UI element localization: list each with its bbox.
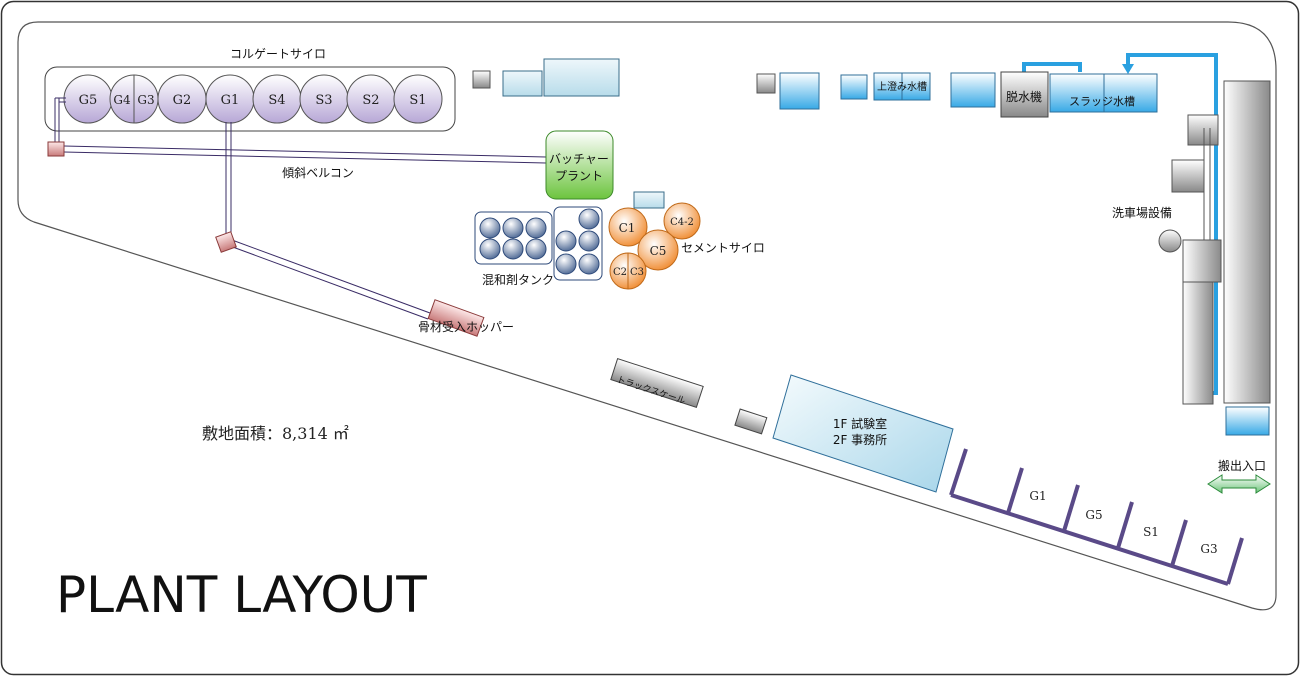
light-blue-box: [543, 58, 620, 97]
water-pipe: [1022, 62, 1082, 72]
silo-label: G5: [79, 93, 98, 108]
carwash-label: 洗車場設備: [1112, 205, 1172, 220]
batcher-plant-label: プラント: [555, 169, 603, 183]
supernatant-tank-label: 上澄み水槽: [877, 80, 927, 93]
conveyor-transfer-box: [47, 141, 65, 157]
bay-label: G5: [1085, 508, 1102, 522]
admixture-tank-group: [474, 206, 603, 281]
carwash-facility: [1158, 80, 1271, 405]
water-tank: [840, 74, 868, 100]
site-area-label: 敷地面積：8,314 ㎡: [202, 424, 349, 443]
silo-label: G3: [137, 93, 154, 107]
aggregate-bays: [949, 448, 1244, 586]
light-blue-box: [633, 191, 665, 209]
dewatering-machine: [1000, 71, 1049, 118]
cement-silo-group: [608, 202, 701, 290]
exit-label: 搬出入口: [1218, 458, 1266, 473]
conveyor-label: 傾斜ベルコン: [282, 166, 354, 180]
pipe-arrow: [1122, 64, 1134, 74]
truck-scale: [610, 358, 704, 408]
site-boundary: [17, 21, 1277, 611]
silo-label: G1: [221, 93, 240, 108]
batcher-plant: [545, 130, 614, 200]
silo-label: S1: [409, 93, 426, 108]
water-tank: [1225, 406, 1270, 436]
bay-label: G1: [1029, 489, 1046, 503]
small-grey-box: [756, 73, 776, 94]
water-tank: [779, 72, 820, 110]
light-blue-box: [502, 70, 543, 97]
aggregate-hopper-label: 骨材受入ホッパー: [418, 320, 514, 334]
conveyor-lines: [54, 97, 547, 320]
conveyor-transfer-box: [215, 231, 237, 253]
silo-label: S3: [315, 93, 332, 108]
cement-silo-label: C2: [613, 267, 627, 278]
small-grey-box: [472, 70, 491, 89]
lab-office-label: 2F 事務所: [833, 433, 887, 447]
dewatering-label: 脱水機: [1006, 89, 1042, 104]
lab-office-building: [772, 374, 954, 493]
page-title: PLANT LAYOUT: [56, 566, 427, 624]
cement-silo-group-label: セメントサイロ: [681, 241, 765, 255]
corrugated-silo-group: コルゲートサイロ G5 G4 G3 G2 G1 S4 S3 S2 S1: [44, 47, 456, 132]
cement-silo-label: C1: [619, 221, 636, 235]
cement-silo-label: C4-2: [670, 217, 694, 228]
silo-label: S4: [268, 93, 285, 108]
batcher-plant-label: バッチャー: [549, 152, 609, 166]
sludge-tank-label: スラッジ水槽: [1069, 95, 1135, 108]
silo-label: G2: [173, 93, 192, 108]
silo-label: S2: [362, 93, 379, 108]
bay-label: S1: [1143, 525, 1159, 539]
corrugated-silo-label: コルゲートサイロ: [230, 47, 326, 61]
lab-office-label: 1F 試験室: [833, 416, 887, 431]
silo-label: G4: [113, 93, 131, 107]
small-grey-box: [734, 408, 768, 435]
silo-circle: [393, 74, 443, 124]
cement-silo-label: C3: [630, 267, 644, 278]
cement-silo-label: C5: [650, 244, 667, 258]
bay-label: G3: [1200, 542, 1217, 556]
exit-arrow-icon: [1207, 474, 1271, 494]
admixture-tank-label: 混和剤タンク: [482, 272, 554, 287]
water-tank: [950, 72, 996, 108]
aggregate-hopper: [427, 299, 485, 337]
